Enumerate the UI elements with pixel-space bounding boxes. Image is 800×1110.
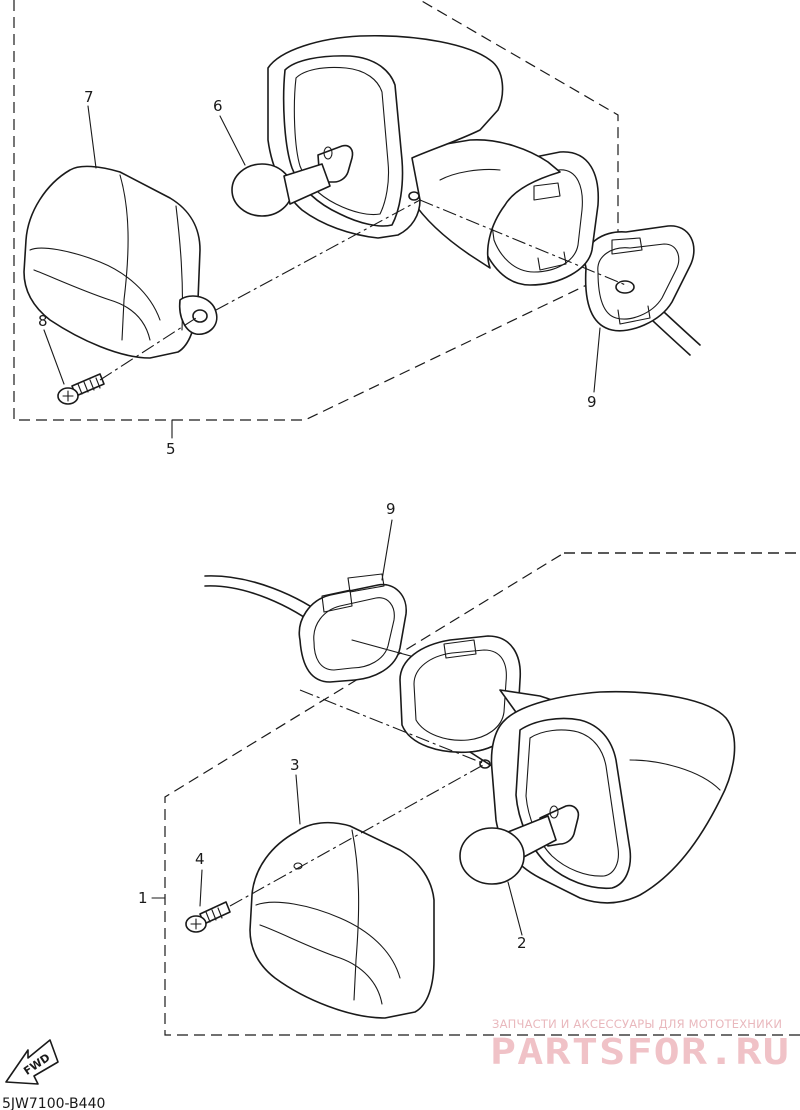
upper-lens [23,165,218,359]
callout-7: 7 [84,88,94,106]
lower-screw [185,901,231,933]
lower-assembly: 9 3 4 2 1 [138,500,800,1036]
callout-9-lower: 9 [386,500,396,518]
lower-grommet [298,573,407,683]
upper-housing [267,34,600,286]
upper-bulb [231,144,354,217]
upper-assembly: 6 7 8 9 5 [13,0,701,458]
callout-2: 2 [517,934,527,952]
fwd-arrow-icon [5,1039,59,1085]
callout-5: 5 [166,440,176,458]
watermark: ЗАПЧАСТИ И АКСЕССУАРЫ ДЛЯ МОТОТЕХНИКИ PA… [490,1017,790,1073]
callout-9-upper: 9 [587,393,597,411]
upper-assembly-centerline [99,199,629,381]
lower-lens [249,821,435,1019]
callout-8: 8 [38,312,48,330]
watermark-caption: ЗАПЧАСТИ И АКСЕССУАРЫ ДЛЯ МОТОТЕХНИКИ [492,1017,782,1031]
lower-leader-lines [151,519,523,936]
callout-1: 1 [138,889,148,907]
upper-screw [57,373,105,405]
lower-assembly-centerline [229,689,486,907]
callout-6: 6 [213,97,223,115]
lower-housing [399,635,736,904]
forward-direction-indicator: FWD [5,1039,59,1085]
part-code: 5JW7100-B440 [2,1096,105,1110]
callout-3: 3 [290,756,300,774]
upper-grommet [584,225,695,332]
watermark-logo: PARTSFOR.RU [490,1032,790,1073]
lower-bulb [459,804,580,885]
upper-leader-lines [43,105,601,439]
callout-4: 4 [195,850,205,868]
upper-assembly-boundary [13,0,619,421]
